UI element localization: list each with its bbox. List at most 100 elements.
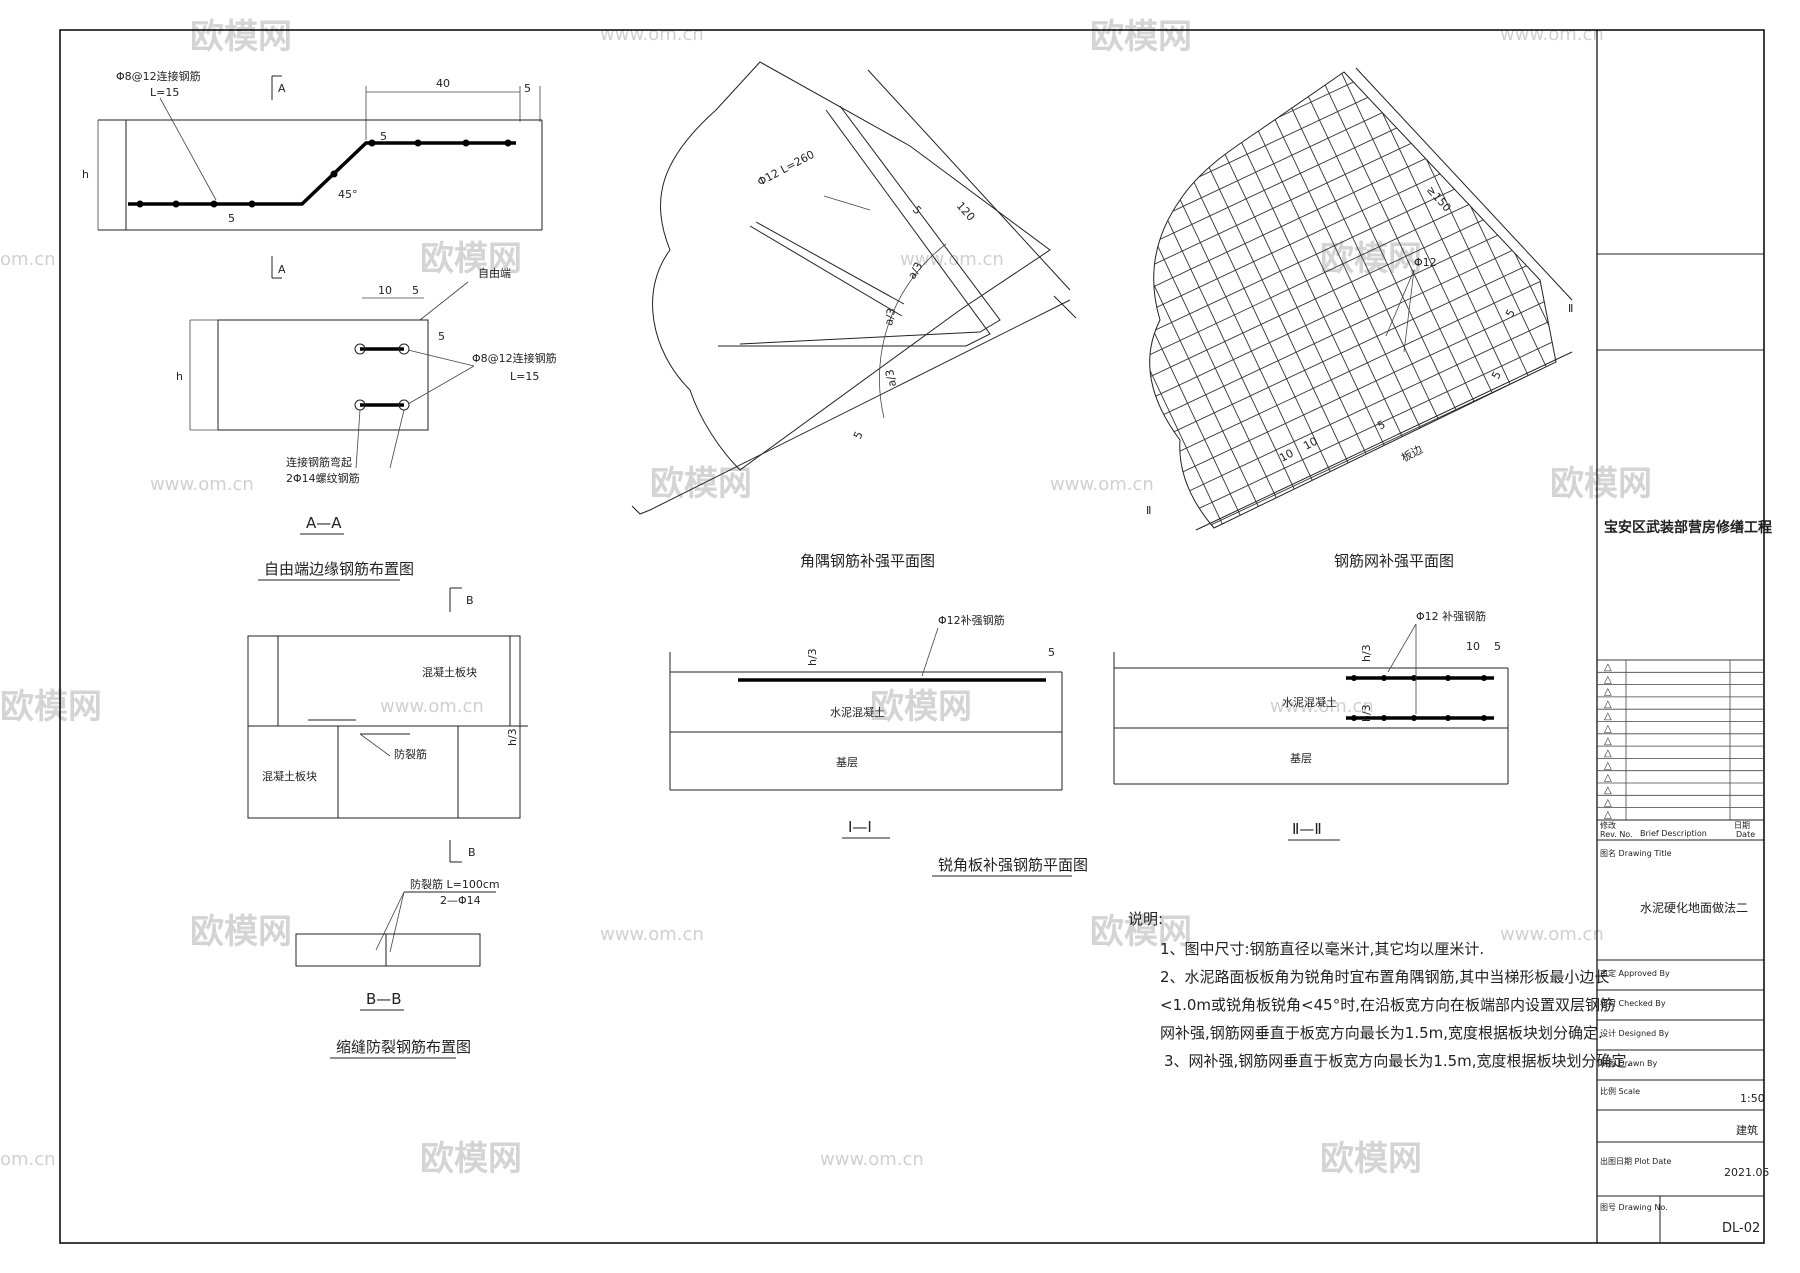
dim-45: 45°	[338, 188, 358, 201]
watermark-url: www.om.cn	[1500, 24, 1604, 45]
section-ii-ii: Φ12 补强钢筋 10 5 h/3 h/3 水泥混凝土 基层 Ⅱ—Ⅱ	[1113, 609, 1509, 841]
mesh-dim-5-c: 5	[1503, 307, 1518, 319]
anti-crack-label: 防裂筋	[394, 747, 427, 761]
dim-a3-2: a/3	[882, 307, 898, 326]
rebar-dot	[1381, 715, 1387, 721]
title-block: 宝安区武装部营房修缮工程 △△△△△△△△△△△△△ 修改 Brief Desc…	[1597, 253, 1772, 1243]
watermark-url: www.om.cn	[1050, 474, 1154, 495]
section-ii-layer-top: 水泥混凝土	[1282, 695, 1337, 709]
rebar-dot	[1481, 675, 1487, 681]
drawn-label: 制图 Drawn By	[1600, 1058, 1658, 1068]
dim-10: 10	[378, 284, 392, 297]
scale-label: 比例 Scale	[1600, 1086, 1640, 1096]
drawing-no-label: 图号 Drawing No.	[1600, 1203, 1668, 1212]
discipline: 建筑	[1736, 1123, 1758, 1137]
watermark-url: www.om.cn	[600, 24, 704, 45]
bent-label-1: 连接钢筋弯起	[286, 455, 352, 469]
revision-triangle-icon: △	[1604, 662, 1612, 673]
rebar-dot	[248, 200, 256, 208]
rev-sub-no: Rev. No.	[1600, 830, 1633, 839]
rebar-dot	[1381, 675, 1387, 681]
mesh-dim-5-b: 5	[1489, 369, 1504, 381]
contraction-joint-title: 缩缝防裂钢筋布置图	[336, 1038, 471, 1056]
section-mark-ii-left: Ⅱ	[1146, 504, 1151, 517]
watermark-brand: 欧模网	[1090, 912, 1192, 952]
approved-label: 审定 Approved By	[1600, 968, 1670, 978]
rebar-label: Φ8@12连接钢筋	[472, 351, 557, 365]
revision-triangle-icon: △	[1604, 810, 1612, 821]
rebar-dot	[368, 139, 376, 147]
section-mark-b-bottom: B	[468, 846, 476, 859]
section-i-layer-base: 基层	[836, 756, 858, 769]
rebar-top-label: Φ8@12连接钢筋	[116, 69, 201, 83]
project-name: 宝安区武装部营房修缮工程	[1604, 519, 1772, 536]
slab-lower-label: 混凝土板块	[262, 769, 317, 783]
watermark-url: www.om.cn	[600, 924, 704, 945]
section-i-title: Ⅰ—Ⅰ	[848, 818, 872, 836]
rebar-dot	[1351, 675, 1357, 681]
section-title-aa: A—A	[306, 514, 342, 532]
section-mark-a-bottom: A	[278, 263, 286, 276]
acute-slab-title: 锐角板补强钢筋平面图	[938, 856, 1088, 874]
revision-triangle-icon: △	[1604, 687, 1612, 698]
watermark-url: www.om.cn	[1500, 924, 1604, 945]
watermark-brand: 欧模网	[1550, 464, 1652, 504]
watermark-layer: 欧模网 欧模网 欧模网 欧模网 欧模网 欧模网 欧模网 欧模网 欧模网 欧模网 …	[0, 17, 1652, 1179]
revision-triangle-icon: △	[1604, 674, 1612, 685]
rebar-dot	[136, 200, 144, 208]
rev-header-no: 修改	[1600, 820, 1616, 830]
section-i-bar-label: Φ12补强钢筋	[938, 613, 1005, 627]
dim-5-elev: 5	[412, 284, 419, 297]
rebar-dot	[330, 170, 338, 178]
mesh-dim-10-a: 10	[1277, 447, 1295, 465]
plot-date-label: 出图日期 Plot Date	[1600, 1156, 1671, 1166]
note-line-1: 1、图中尺寸:钢筋直径以毫米计,其它均以厘米计.	[1160, 940, 1484, 958]
section-i-i: Φ12补强钢筋 h/3 5 水泥混凝土 基层 Ⅰ—Ⅰ	[669, 613, 1063, 839]
watermark-brand: 欧模网	[420, 239, 522, 279]
rebar-dot	[210, 200, 218, 208]
watermark-url: www.om.cn	[150, 474, 254, 495]
note-line-4: 网补强,钢筋网垂直于板宽方向最长为1.5m,宽度根据板块划分确定.	[1160, 1024, 1603, 1042]
watermark-url: www.om.cn	[820, 1149, 924, 1170]
dim-120: 120	[954, 199, 978, 223]
revision-triangle-icon: △	[1604, 760, 1612, 771]
rebar-dot	[414, 139, 422, 147]
note-line-2: 2、水泥路面板板角为锐角时宜布置角隅钢筋,其中当梯形板最小边长	[1160, 968, 1609, 986]
corner-plan-title: 角隅钢筋补强平面图	[800, 552, 935, 570]
dim-a3-3: a/3	[883, 368, 899, 387]
rev-sub-date: Date	[1736, 830, 1755, 839]
watermark-url: om.cn	[0, 249, 56, 270]
revision-triangle-icon: △	[1604, 785, 1612, 796]
corner-bar-label: Φ12 L=260	[755, 148, 816, 189]
watermark-url: om.cn	[0, 1149, 56, 1170]
rebar-dot	[1411, 675, 1417, 681]
revision-triangle-icon: △	[1604, 699, 1612, 710]
rev-header-date: 日期	[1734, 821, 1750, 830]
revision-triangle-icon: △	[1604, 724, 1612, 735]
checked-label: 校对 Checked By	[1600, 998, 1666, 1008]
mesh-edge-label: 板边	[1399, 442, 1425, 465]
dim-h: h	[82, 168, 89, 181]
section-mark-ii-right: Ⅱ	[1568, 302, 1573, 315]
rebar-dot	[1351, 715, 1357, 721]
dim-h-elev: h	[176, 370, 183, 383]
designed-label: 设计 Designed By	[1600, 1028, 1669, 1038]
watermark-brand: 欧模网	[190, 912, 292, 952]
rebar-dot	[1445, 715, 1451, 721]
section-ii-layer-base: 基层	[1290, 752, 1312, 765]
bent-label-2: 2Φ14螺纹钢筋	[286, 471, 360, 485]
rev-header-desc: Brief Description	[1640, 829, 1707, 838]
rebar-top-length: L=15	[150, 86, 179, 99]
mesh-rebar-plan: ≥150 Φ12 10 10 5 5 5 板边 Ⅱ Ⅱ 钢筋网补强平面图	[1146, 67, 1573, 570]
slab-upper-label: 混凝土板块	[422, 665, 477, 679]
rebar-dot	[462, 139, 470, 147]
revision-triangle-icon: △	[1604, 748, 1612, 759]
rebar-dot	[172, 200, 180, 208]
note-line-5: 3、网补强,钢筋网垂直于板宽方向最长为1.5m,宽度根据板块划分确定.	[1164, 1052, 1631, 1070]
section-ii-title: Ⅱ—Ⅱ	[1292, 820, 1322, 838]
anti-crack-bar-spec: 2—Φ14	[440, 894, 481, 907]
mesh-plan-title: 钢筋网补强平面图	[1334, 552, 1454, 570]
section-i-dim-5: 5	[1048, 646, 1055, 659]
rebar-dot	[1411, 715, 1417, 721]
